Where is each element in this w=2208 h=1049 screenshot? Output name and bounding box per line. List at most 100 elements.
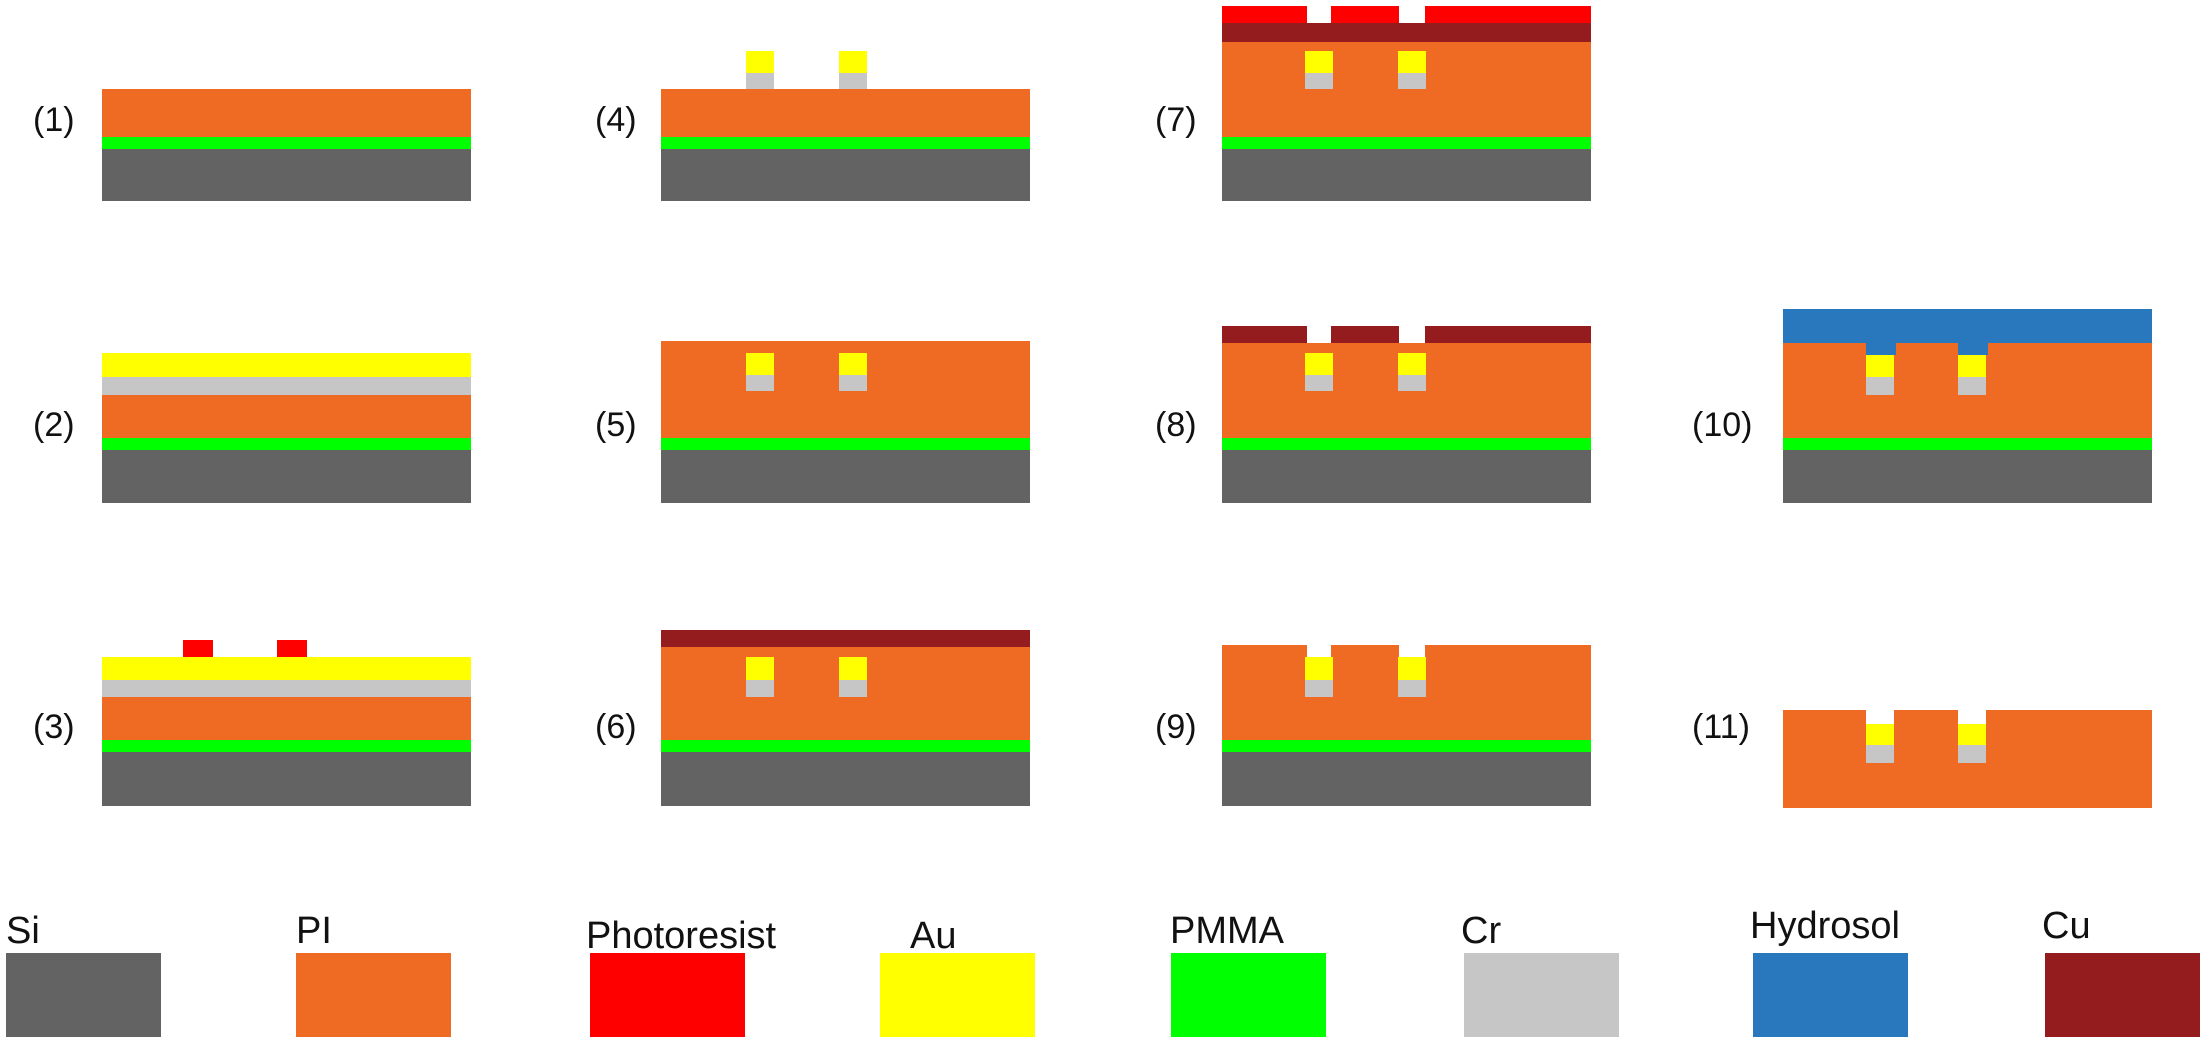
step-10-au-1 <box>1866 355 1894 377</box>
step-5-cr-1 <box>746 375 774 391</box>
step-3: (3) <box>33 640 471 806</box>
step-10-hydrosol-plug-2 <box>1958 343 1988 355</box>
legend-item-cr: Cr <box>1461 910 1619 1037</box>
legend-item-photoresist: Photoresist <box>586 915 777 1037</box>
step-8-cr-2 <box>1398 375 1426 391</box>
step-8-au-1 <box>1305 353 1333 375</box>
step-7-photoresist-2 <box>1331 6 1399 23</box>
step-8: (8) <box>1155 326 1591 503</box>
step-11-cr-1 <box>1866 745 1894 763</box>
step-6-au-1 <box>746 657 774 680</box>
step-6-si <box>661 752 1030 806</box>
step-11-pi-4 <box>1866 763 1894 808</box>
step-11-pi-3 <box>1986 710 2152 808</box>
step-10-cr-1 <box>1866 377 1894 395</box>
step-3-pmma <box>102 740 471 752</box>
step-4-pmma <box>661 137 1030 149</box>
step-6-pmma <box>661 740 1030 752</box>
step-9-cr-2 <box>1398 680 1426 697</box>
step-4-pi <box>661 89 1030 137</box>
step-4-si <box>661 149 1030 201</box>
legend-swatch-cr <box>1464 953 1619 1037</box>
legend-label-cu: Cu <box>2042 905 2091 947</box>
step-4-au-2 <box>839 51 867 73</box>
legend-item-si: Si <box>6 910 161 1037</box>
step-8-au-2 <box>1398 353 1426 375</box>
legend-swatch-pi <box>296 953 451 1037</box>
step-9-label: (9) <box>1155 708 1197 746</box>
legend-swatch-au <box>880 953 1035 1037</box>
step-5-si <box>661 450 1030 503</box>
step-10: (10) <box>1692 309 2152 503</box>
step-9: (9) <box>1155 645 1591 806</box>
step-7-au-1 <box>1305 51 1333 73</box>
step-6: (6) <box>595 630 1030 806</box>
legend-label-pmma: PMMA <box>1170 910 1285 952</box>
step-1-label: (1) <box>33 101 75 139</box>
step-6-cu <box>661 630 1030 647</box>
step-10-au-2 <box>1958 355 1986 377</box>
step-11-pi-2 <box>1894 710 1958 808</box>
step-3-si <box>102 752 471 806</box>
step-1-pmma <box>102 137 471 149</box>
step-10-pmma <box>1783 438 2152 450</box>
step-9-pmma <box>1222 740 1591 752</box>
step-6-cr-1 <box>746 680 774 697</box>
step-9-au-2 <box>1398 657 1426 680</box>
legend-label-pi: PI <box>296 910 332 952</box>
step-11: (11) <box>1692 708 2152 808</box>
step-9-au-1 <box>1305 657 1333 680</box>
step-11-cr-2 <box>1958 745 1986 763</box>
legend-swatch-photoresist <box>590 953 745 1037</box>
legend-swatch-hydrosol <box>1753 953 1908 1037</box>
legend-swatch-pmma <box>1171 953 1326 1037</box>
step-9-cr-1 <box>1305 680 1333 697</box>
step-1-pi <box>102 89 471 137</box>
step-6-label: (6) <box>595 708 637 746</box>
step-9-pi-1 <box>1222 645 1307 740</box>
legend-label-si: Si <box>6 910 40 952</box>
step-9-pi-4 <box>1307 697 1331 740</box>
legend-label-photoresist: Photoresist <box>586 915 777 957</box>
step-2-cr <box>102 377 471 395</box>
step-11-au-1 <box>1866 724 1894 745</box>
step-10-hydrosol <box>1783 309 2152 343</box>
step-10-cr-2 <box>1958 377 1986 395</box>
step-7-label: (7) <box>1155 101 1197 139</box>
step-2: (2) <box>33 353 471 503</box>
step-5-au-2 <box>839 353 867 375</box>
step-2-pi <box>102 395 471 438</box>
step-9-pi-3 <box>1425 645 1591 740</box>
legend: Si PI Photoresist Au PMMA Cr Hydrosol C <box>6 905 2200 1037</box>
legend-item-pi: PI <box>296 910 451 1037</box>
step-3-pi <box>102 697 471 740</box>
step-2-si <box>102 450 471 503</box>
step-8-label: (8) <box>1155 406 1197 444</box>
step-10-hydrosol-plug-1 <box>1866 343 1896 355</box>
legend-label-hydrosol: Hydrosol <box>1750 905 1900 947</box>
step-7-pmma <box>1222 137 1591 149</box>
legend-item-pmma: PMMA <box>1170 910 1326 1037</box>
step-8-si <box>1222 450 1591 503</box>
legend-label-cr: Cr <box>1461 910 1501 952</box>
step-5: (5) <box>595 341 1030 503</box>
step-8-pmma <box>1222 438 1591 450</box>
step-5-pmma <box>661 438 1030 450</box>
step-4-cr-2 <box>839 73 867 89</box>
step-8-cu-1 <box>1222 326 1307 343</box>
step-11-au-2 <box>1958 724 1986 745</box>
step-9-pi-5 <box>1399 697 1425 740</box>
step-5-label: (5) <box>595 406 637 444</box>
step-6-cr-2 <box>839 680 867 697</box>
step-5-au-1 <box>746 353 774 375</box>
legend-item-hydrosol: Hydrosol <box>1750 905 1908 1037</box>
step-3-photoresist-1 <box>183 640 213 657</box>
step-11-label: (11) <box>1692 708 1750 746</box>
step-4-cr-1 <box>746 73 774 89</box>
step-10-si <box>1783 450 2152 503</box>
step-7-photoresist-3 <box>1425 6 1591 23</box>
step-8-cu-2 <box>1331 326 1399 343</box>
step-4-au-1 <box>746 51 774 73</box>
step-1: (1) <box>33 89 471 201</box>
